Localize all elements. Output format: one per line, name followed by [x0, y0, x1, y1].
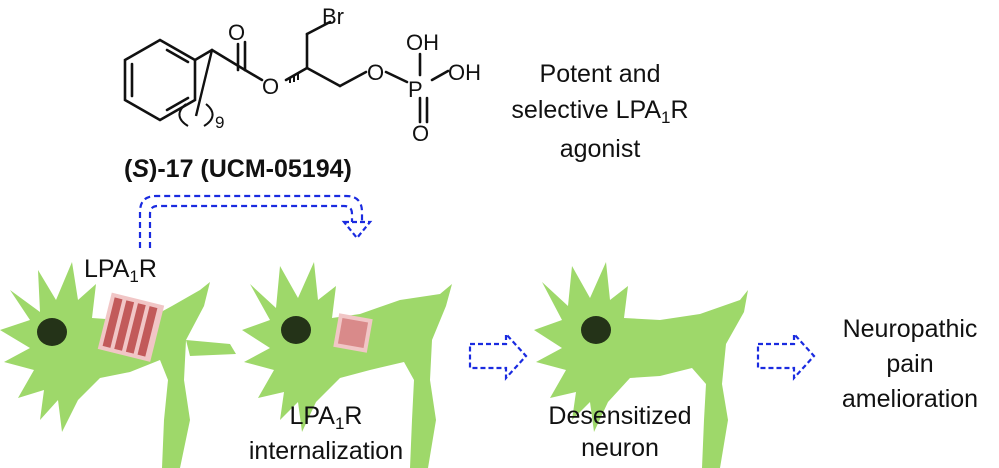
- compound-label: (S)-17 (UCM-05194): [124, 155, 352, 184]
- atom-oh-right: OH: [448, 60, 481, 85]
- process-arrow-2: [756, 331, 816, 381]
- internalization-label-line2: internalization: [248, 437, 404, 465]
- compound-label-open: (: [124, 155, 133, 183]
- internalization-label: LPA1R internalization: [226, 400, 426, 467]
- neuron-2: [242, 262, 452, 468]
- internalization-curved-arrow: [138, 194, 373, 248]
- agonist-description: Potent and selective LPA1R agonist: [500, 56, 700, 167]
- outcome-label: Neuropathic pain amelioration: [841, 315, 979, 413]
- nucleus-2: [281, 316, 311, 344]
- compound-label-rest: )-17 (UCM-05194): [149, 155, 352, 183]
- atom-oh-top: OH: [406, 30, 439, 55]
- receptor-cluster: [97, 292, 165, 362]
- atom-ester-o: O: [262, 74, 279, 99]
- atom-carbonyl-o: O: [228, 20, 245, 45]
- neuron-1: [0, 262, 236, 468]
- nucleus-1: [37, 318, 67, 346]
- neuron-3: [534, 262, 748, 468]
- description-line3: agonist: [559, 135, 641, 163]
- internalized-receptor: [333, 313, 373, 353]
- atom-br: Br: [322, 4, 344, 29]
- desensitized-label: Desensitized neuron: [548, 402, 692, 462]
- internalization-label-line1: LPA1R: [289, 402, 363, 434]
- process-arrow-1: [468, 331, 528, 381]
- atom-phosphoryl-o: O: [412, 121, 429, 146]
- atom-p: P: [408, 77, 423, 102]
- description-line2: selective LPA1R: [511, 96, 689, 128]
- description-line1: Potent and: [539, 60, 661, 88]
- nucleus-3: [581, 316, 611, 344]
- receptor-label: LPA1R: [84, 255, 157, 287]
- compound-label-stereo: S: [132, 155, 150, 183]
- chain-repeat-count: 9: [215, 113, 224, 132]
- atom-phosphate-link-o: O: [367, 60, 384, 85]
